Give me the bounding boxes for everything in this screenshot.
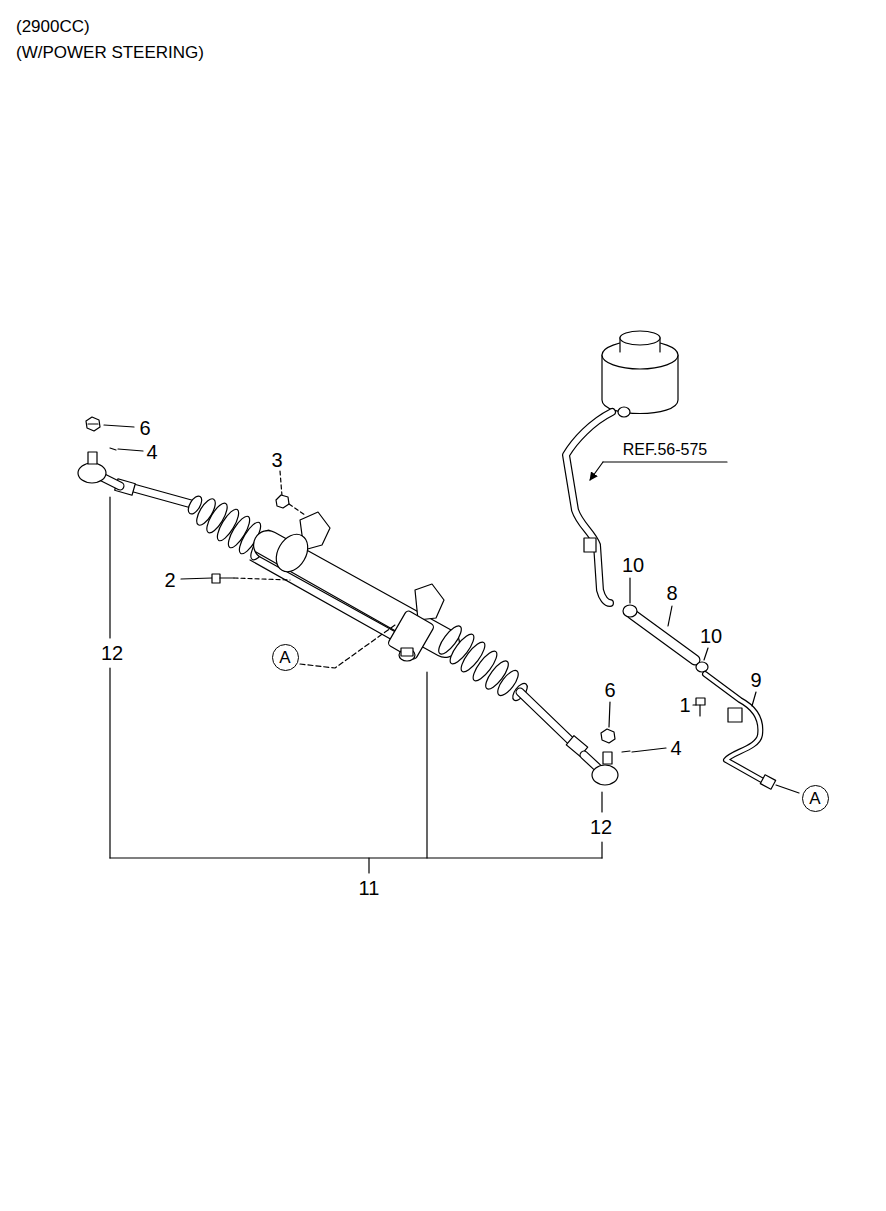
pressure-pipe-part bbox=[728, 708, 742, 722]
hose-part bbox=[632, 614, 695, 660]
rack-housing-part bbox=[276, 495, 289, 508]
rack-housing-part bbox=[289, 504, 305, 515]
connector-letter: A bbox=[279, 649, 290, 666]
rack-housing-part bbox=[387, 610, 435, 661]
tie-rod-end-part bbox=[110, 448, 116, 450]
callout-number: 12 bbox=[589, 817, 613, 837]
callout-number: 6 bbox=[138, 418, 151, 438]
pressure-pipe-part bbox=[705, 674, 765, 782]
rack-housing-part bbox=[401, 648, 413, 656]
callout-number: 10 bbox=[621, 555, 645, 575]
tie-rod-end-part bbox=[592, 765, 618, 785]
pressure-pipe-part bbox=[696, 698, 705, 705]
group-bracket-part bbox=[110, 857, 602, 858]
heading-note: (2900CC) bbox=[15, 18, 91, 35]
rack-housing-part bbox=[220, 577, 234, 578]
tie-rod-end-part bbox=[584, 755, 598, 768]
rack-housing-part bbox=[300, 625, 395, 668]
hose-part bbox=[603, 461, 727, 462]
tie-rod-end-part bbox=[86, 417, 100, 431]
rack-housing-part bbox=[270, 529, 314, 578]
hose-part bbox=[590, 462, 603, 480]
hose-part bbox=[584, 538, 596, 552]
rack-housing-part bbox=[415, 584, 444, 620]
group-bracket bbox=[110, 497, 602, 873]
group-bracket-part bbox=[601, 792, 602, 812]
rack-housing-part bbox=[234, 578, 290, 580]
rack-housing-part bbox=[181, 578, 212, 579]
rack-housing-part bbox=[399, 649, 415, 661]
hose-part bbox=[629, 578, 630, 603]
tie-rod-end-part bbox=[603, 752, 612, 764]
pressure-pipe-part bbox=[776, 785, 799, 793]
callout-number: 8 bbox=[665, 583, 678, 603]
hose-part bbox=[632, 614, 695, 660]
hose-part bbox=[566, 412, 612, 603]
tie-rod-end-part bbox=[520, 692, 575, 745]
tie-rod-end-part bbox=[78, 463, 106, 483]
group-bracket-part bbox=[601, 842, 602, 858]
callout-number: 12 bbox=[100, 643, 124, 663]
reservoir-part bbox=[620, 332, 660, 352]
tie-rod-end-part bbox=[632, 748, 666, 752]
callout-number: 10 bbox=[699, 626, 723, 646]
tie-rod-end-part bbox=[88, 423, 98, 424]
reference-note: REF.56-575 bbox=[622, 442, 709, 458]
reservoir-part bbox=[620, 331, 660, 345]
heading-note: (W/POWER STEERING) bbox=[15, 44, 205, 61]
pressure-pipe-part bbox=[699, 705, 700, 716]
group-bracket-part bbox=[426, 672, 427, 858]
tie-rod-end-part bbox=[118, 449, 143, 451]
tie-rod-end-part bbox=[584, 755, 598, 768]
tie-rod-end-part bbox=[130, 487, 195, 505]
tie-rod-end-part bbox=[130, 487, 195, 505]
pressure-pipe-part bbox=[752, 692, 756, 706]
offpage-connector-circle: A bbox=[272, 644, 299, 671]
group-bracket-part bbox=[368, 858, 369, 873]
rack-housing-part bbox=[250, 560, 410, 650]
reservoir-part bbox=[618, 407, 630, 417]
pressure-pipe-part bbox=[760, 775, 775, 789]
rack-housing bbox=[181, 471, 445, 668]
tie-rod-end-part bbox=[609, 702, 610, 727]
callout-number: 11 bbox=[358, 878, 381, 898]
hose-part bbox=[623, 605, 637, 617]
hose-part bbox=[696, 662, 708, 672]
group-bracket-part bbox=[109, 497, 110, 638]
callout-number: 3 bbox=[270, 450, 283, 470]
tie-rod-end-part bbox=[601, 729, 615, 743]
group-bracket-part bbox=[109, 668, 110, 858]
callout-number: 6 bbox=[603, 680, 616, 700]
reservoir bbox=[602, 331, 678, 417]
callout-number: 1 bbox=[678, 695, 691, 715]
pressure-pipe-part bbox=[705, 674, 765, 782]
callout-number: 4 bbox=[669, 738, 682, 758]
callout-number: 2 bbox=[163, 570, 176, 590]
hose-part bbox=[704, 648, 708, 660]
pressure-pipe bbox=[693, 674, 799, 793]
tie-rod-end-part bbox=[520, 692, 575, 745]
offpage-connector-circle: A bbox=[802, 785, 829, 812]
tie-rod-end-part bbox=[88, 452, 97, 464]
tie-rod-end bbox=[520, 692, 666, 785]
rack-housing-part bbox=[212, 574, 220, 583]
tie-rod-end bbox=[78, 417, 195, 505]
hose-part bbox=[668, 606, 672, 626]
tie-rod-end-part bbox=[104, 425, 134, 427]
tie-rod-end-part bbox=[622, 751, 630, 752]
callout-number: 9 bbox=[749, 670, 762, 690]
callout-number: 4 bbox=[145, 442, 158, 462]
hose bbox=[566, 412, 727, 672]
rack-housing-part bbox=[280, 471, 282, 496]
hose-part bbox=[566, 412, 612, 603]
connector-letter: A bbox=[809, 790, 820, 807]
